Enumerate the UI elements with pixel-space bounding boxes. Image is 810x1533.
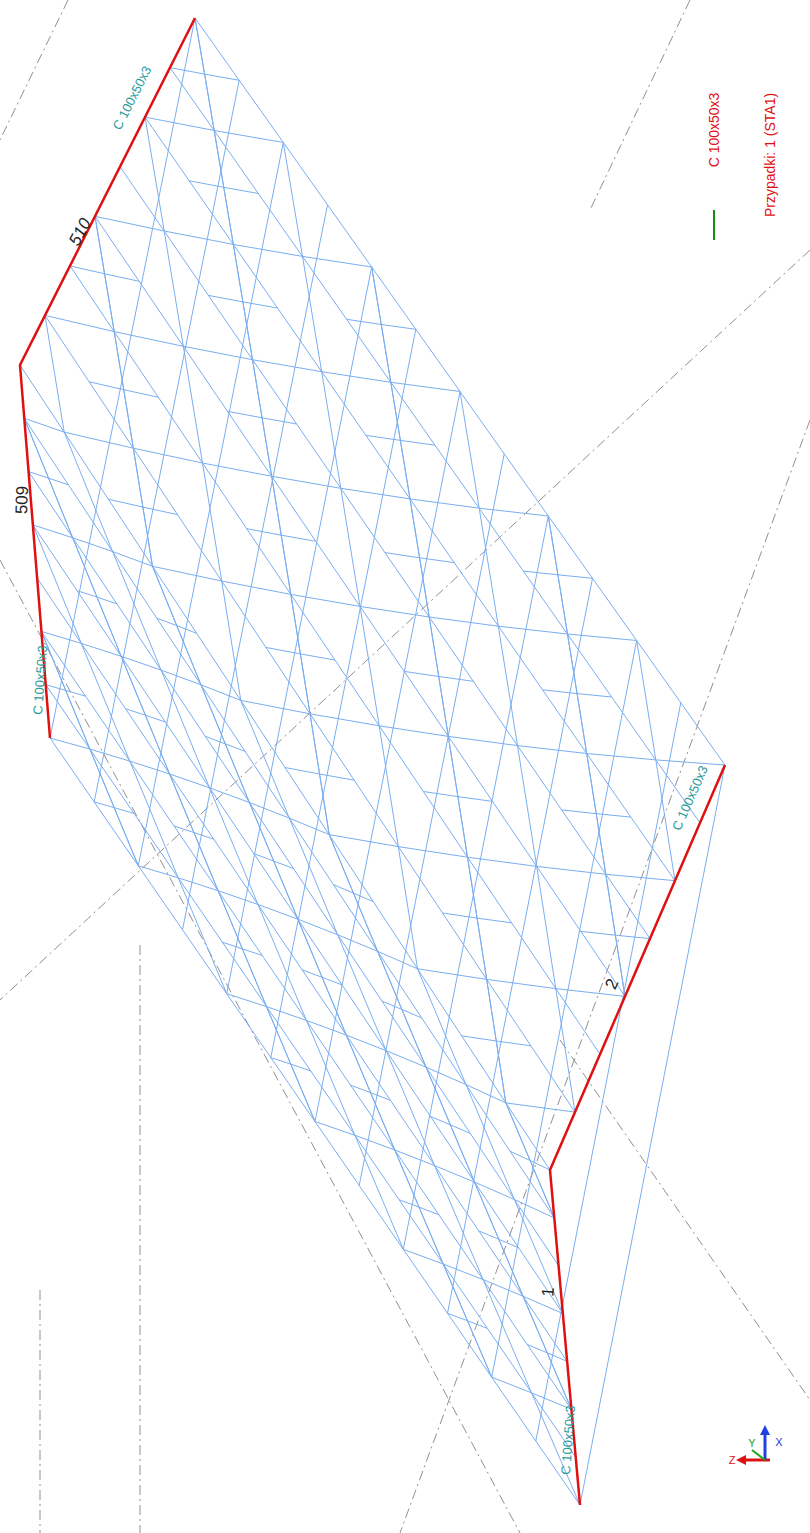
axis-label: X: [775, 1437, 782, 1448]
profile-label: C 100x50x3: [559, 1405, 577, 1475]
axis-label: Z: [729, 1455, 736, 1466]
member-number: 1: [539, 1287, 557, 1298]
load-case-label: Przypadki: 1 (STA1): [763, 93, 777, 217]
support-edges: [20, 18, 725, 1505]
axis-label: Y: [748, 1438, 755, 1449]
member-number: 510: [66, 215, 94, 248]
axis-icon: [736, 1425, 770, 1465]
legend-line: [713, 210, 715, 240]
mesh-lines: [20, 18, 725, 1505]
legend-text: C 100x50x3: [707, 93, 721, 168]
profile-label: C 100x50x3: [110, 64, 153, 132]
profile-label: C 100x50x3: [670, 764, 710, 833]
member-number: 2: [602, 976, 621, 992]
member-number: 509: [13, 486, 31, 515]
